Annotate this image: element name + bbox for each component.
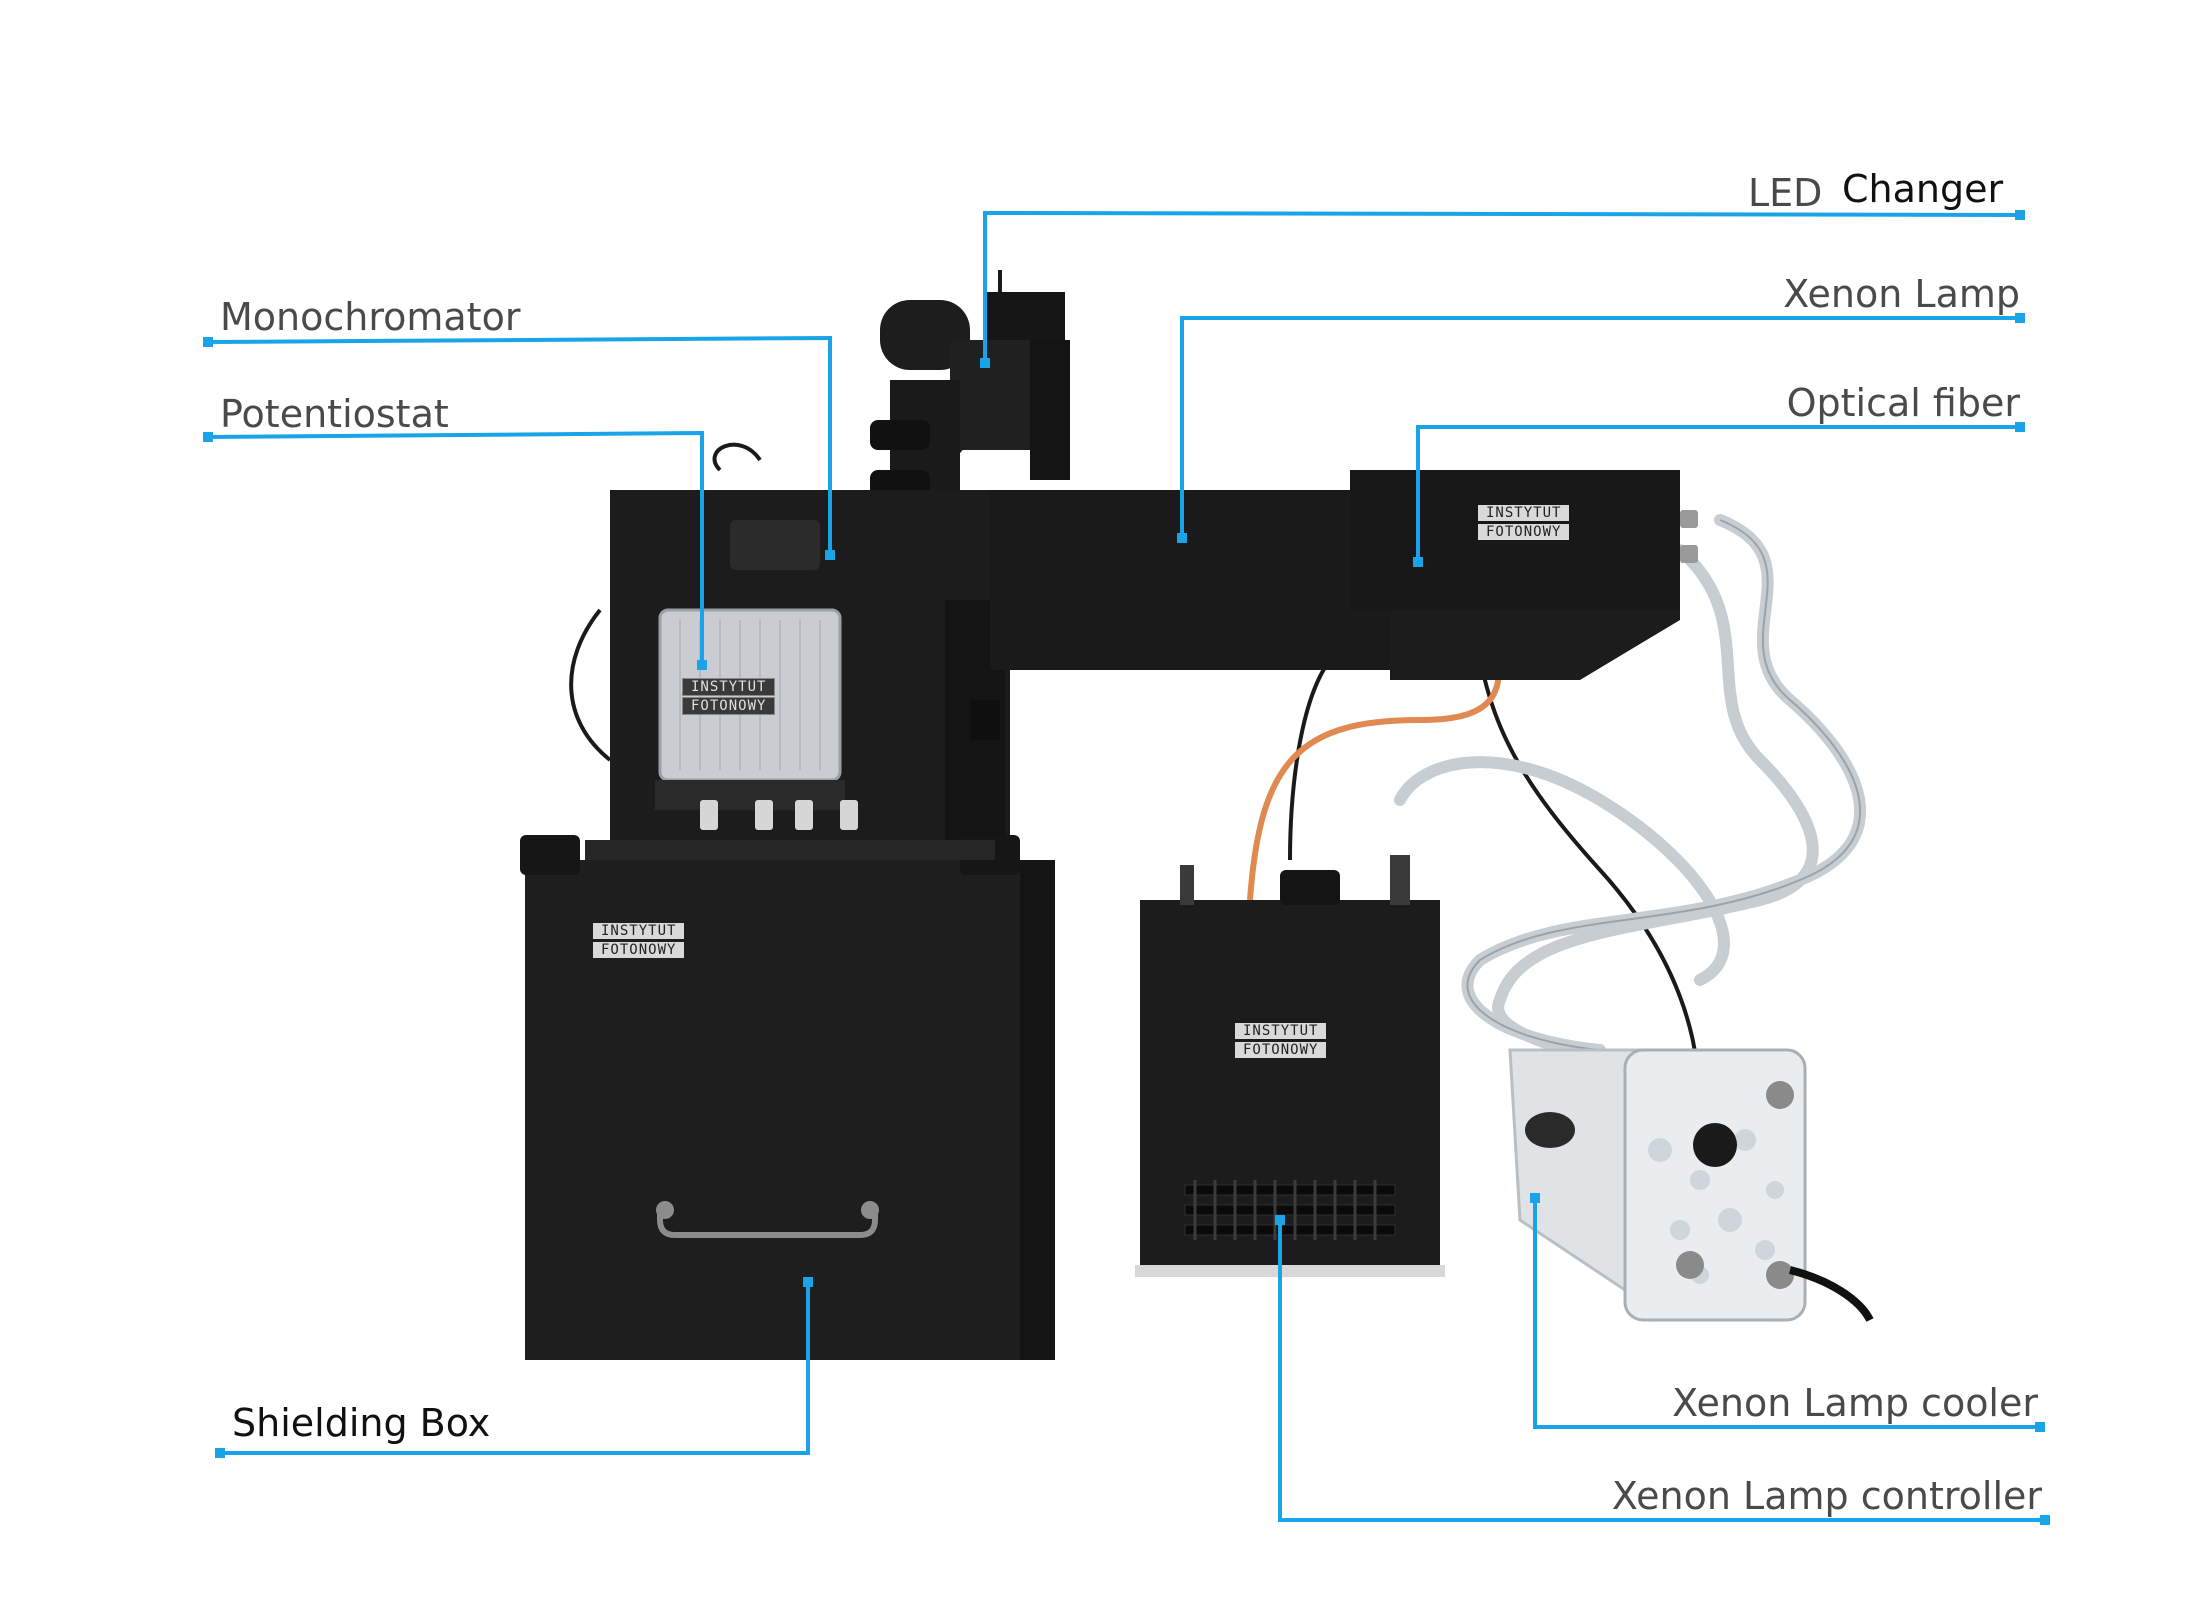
leader-line-optical-fiber bbox=[1416, 425, 2020, 562]
badge-line2-lamp: FOTONOWY bbox=[1478, 524, 1570, 540]
led-changer-unit bbox=[870, 292, 1070, 540]
label-shielding-box: Shielding Box bbox=[232, 1401, 491, 1445]
badge-line1-shielding-box: INSTYTUT bbox=[593, 923, 685, 939]
leader-line-xenon-lamp bbox=[1180, 316, 2020, 538]
badge-line2-controller: FOTONOWY bbox=[1235, 1042, 1327, 1058]
leader-line-potentiostat bbox=[207, 430, 704, 665]
leader-line-endpoints bbox=[203, 210, 2050, 1525]
label-xenon-lamp: Xenon Lamp bbox=[1783, 272, 2020, 316]
label-led-changer-part1: LED bbox=[1748, 171, 1823, 215]
xenon-lamp-housing bbox=[990, 470, 1698, 680]
badge-line1-lamp: INSTYTUT bbox=[1478, 505, 1570, 521]
leader-line-monochromator bbox=[207, 335, 832, 555]
label-optical-fiber: Optical fiber bbox=[1786, 381, 2020, 425]
coolant-hose-outline bbox=[1466, 519, 1862, 1051]
label-potentiostat: Potentiostat bbox=[220, 392, 449, 436]
badge-line2-shielding-box: FOTONOWY bbox=[593, 942, 685, 958]
leader-lines bbox=[207, 210, 2045, 1522]
leader-line-xenon-lamp-cooler bbox=[1533, 1198, 2040, 1429]
leader-line-shielding-box bbox=[220, 1282, 810, 1455]
shielding-box-body bbox=[520, 835, 1055, 1360]
label-monochromator: Monochromator bbox=[220, 295, 521, 339]
leader-line-xenon-lamp-controller bbox=[1278, 1220, 2045, 1522]
label-xenon-lamp-cooler: Xenon Lamp cooler bbox=[1672, 1381, 2038, 1425]
badge-line1-potentiostat: INSTYTUT bbox=[682, 678, 776, 696]
leader-line-led-changer bbox=[983, 210, 2021, 363]
xenon-lamp-controller-unit bbox=[1135, 855, 1445, 1277]
label-xenon-lamp-controller: Xenon Lamp controller bbox=[1611, 1474, 2042, 1518]
label-led-changer-part2: Changer bbox=[1842, 167, 2004, 211]
badge-line2-potentiostat: FOTONOWY bbox=[682, 697, 776, 715]
badge-line1-controller: INSTYTUT bbox=[1235, 1023, 1327, 1039]
xenon-lamp-cooler-unit bbox=[1508, 1048, 1874, 1322]
